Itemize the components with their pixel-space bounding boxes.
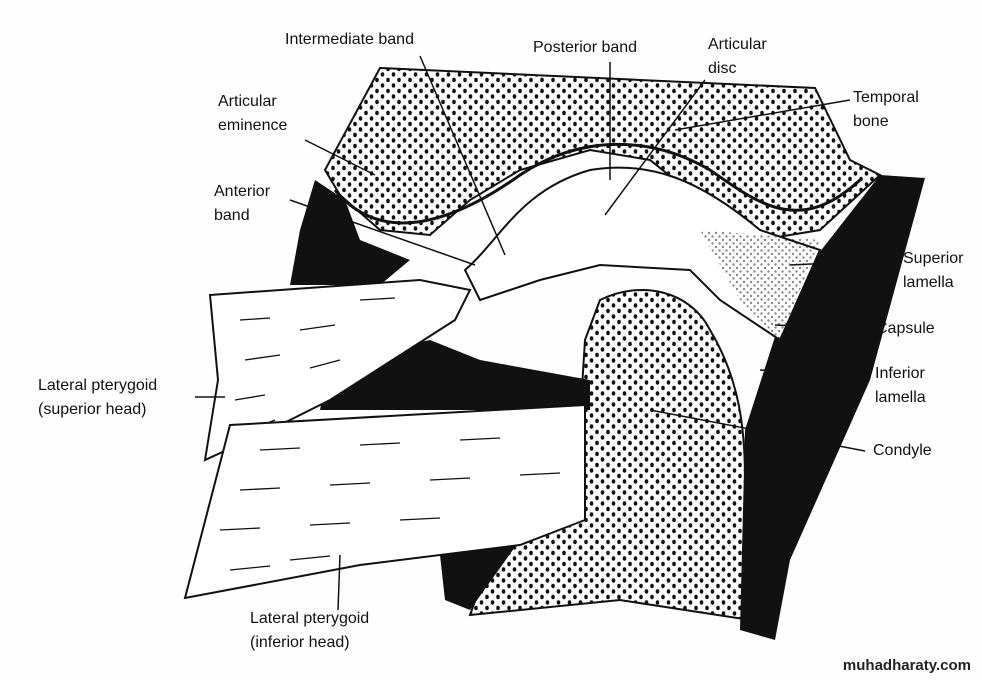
- label-condyle: Condyle: [873, 442, 932, 459]
- label-posterior-band: Posterior band: [533, 39, 638, 56]
- lateral-pterygoid-superior-head: [203, 278, 472, 462]
- leader-lines: [195, 55, 896, 611]
- anterior-black-region: [290, 180, 410, 285]
- label-lateral-pterygoid-inferior: Lateral pterygoid(inferior head): [250, 610, 370, 651]
- label-lateral-pterygoid-superior: Lateral pterygoid(superior head): [38, 377, 158, 418]
- articular-disc: [463, 166, 822, 342]
- watermark: muhadharaty.com: [839, 657, 974, 674]
- label-intermediate-band: Intermediate band: [285, 31, 414, 48]
- inferior-head-fibres: [219, 437, 561, 571]
- lateral-pterygoid-inferior-head: [183, 403, 586, 600]
- articular-fossa-outline: [333, 142, 862, 225]
- superior-lamella-fibres: [700, 230, 820, 340]
- posterior-black-region: [740, 175, 925, 640]
- label-capsule: Capsule: [876, 320, 935, 337]
